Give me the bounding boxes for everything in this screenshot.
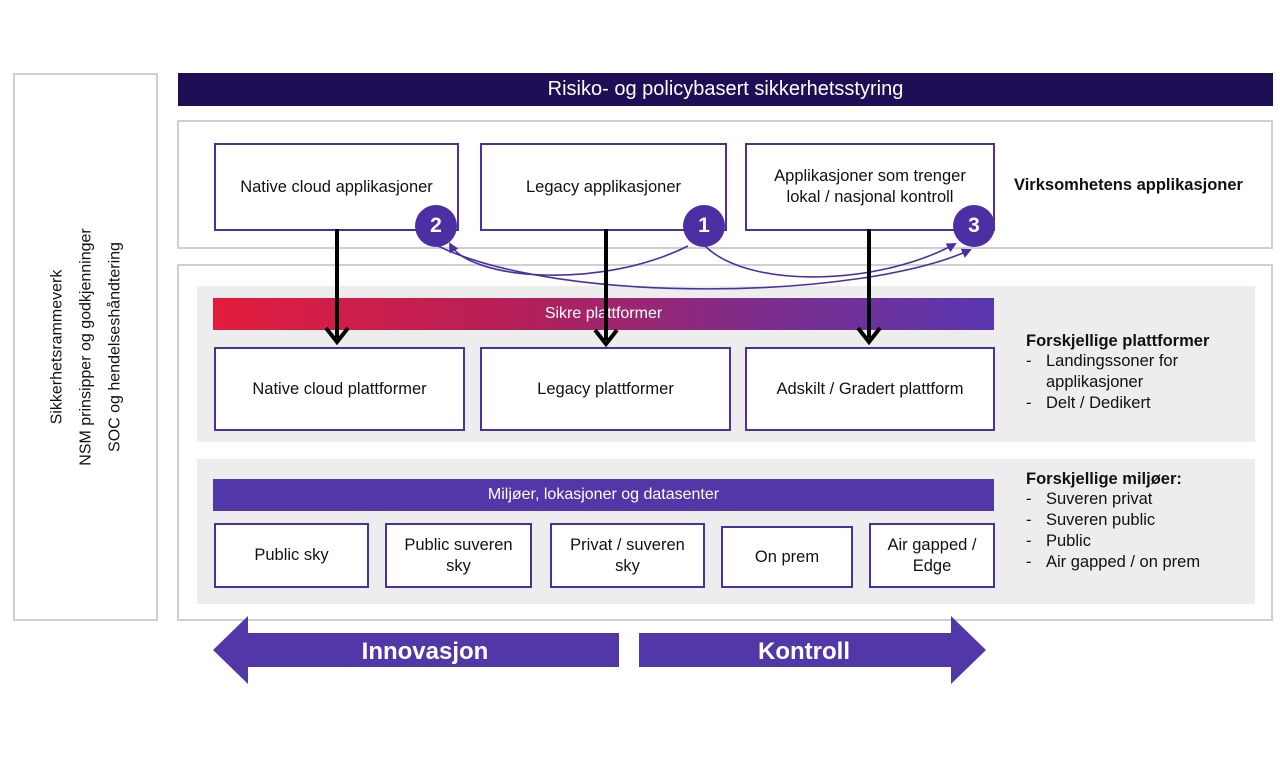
platforms-side-item: Delt / Dedikert xyxy=(1026,393,1266,414)
platform-box-native-cloud: Native cloud plattformer xyxy=(214,347,465,431)
environments-side-item: Air gapped / on prem xyxy=(1026,552,1266,573)
platform-box-label: Adskilt / Gradert plattform xyxy=(776,379,964,398)
platform-box-legacy: Legacy plattformer xyxy=(480,347,731,431)
platform-box-label: Legacy plattformer xyxy=(537,379,674,398)
curved-arrow-icon xyxy=(437,245,972,290)
environments-side-title: Forskjellige miljøer: xyxy=(1026,470,1182,488)
applications-side-title: Virksomhetens applikasjoner xyxy=(1014,176,1243,194)
platforms-side-item: Landingssoner for applikasjoner xyxy=(1026,351,1211,393)
curved-arrow-icon xyxy=(704,243,957,278)
app-box-label: Native cloud applikasjoner xyxy=(240,177,433,196)
env-box-label: On prem xyxy=(754,547,820,566)
platforms-side-list: Landingssoner for applikasjoner Delt / D… xyxy=(1026,351,1266,414)
policy-banner: Risiko- og policybasert sikkerhetsstyrin… xyxy=(178,73,1273,106)
app-box-local-control: Applikasjoner som trenger lokal / nasjon… xyxy=(745,143,995,231)
innovation-label: Innovasjon xyxy=(362,638,489,665)
env-box-air-gapped: Air gapped / Edge xyxy=(869,523,995,588)
badge-number-icon: 2 xyxy=(415,205,457,247)
security-framework-panel: Sikkerhetsrammeverk NSM prinsipper og go… xyxy=(13,73,158,621)
environments-side-item: Public xyxy=(1026,531,1266,552)
badge-number-icon: 3 xyxy=(953,205,995,247)
env-box-label: Public sky xyxy=(254,546,329,564)
env-box-on-prem: On prem xyxy=(721,526,853,588)
secure-platforms-bar: Sikre plattformer xyxy=(213,298,994,330)
platforms-side-text: Forskjellige plattformer Landingssoner f… xyxy=(1026,332,1266,414)
env-box-label: Privat / suveren sky xyxy=(570,535,685,575)
env-box-public-sky: Public sky xyxy=(214,523,369,588)
environments-bar: Miljøer, lokasjoner og datasenter xyxy=(213,479,994,511)
environments-side-item: Suveren public xyxy=(1026,510,1266,531)
right-arrow-icon xyxy=(639,616,986,684)
env-box-private-sovereign: Privat / suveren sky xyxy=(550,523,705,588)
down-arrow-icon xyxy=(593,229,619,348)
platform-box-label: Native cloud plattformer xyxy=(252,379,427,398)
left-arrow-icon xyxy=(213,616,619,684)
environments-side-list: Suveren privat Suveren public Public Air… xyxy=(1026,489,1266,573)
app-box-legacy: Legacy applikasjoner xyxy=(480,143,727,231)
down-arrow-icon xyxy=(324,229,350,346)
platform-box-separated: Adskilt / Gradert plattform xyxy=(745,347,995,431)
env-box-public-sovereign: Public suveren sky xyxy=(385,523,532,588)
down-arrow-icon xyxy=(856,229,882,346)
curved-arrow-icon xyxy=(449,242,689,276)
control-label: Kontroll xyxy=(758,638,850,665)
app-box-label: Applikasjoner som trenger lokal / nasjon… xyxy=(774,167,966,206)
platforms-side-title: Forskjellige plattformer xyxy=(1026,332,1210,350)
badge-number-icon: 1 xyxy=(683,205,725,247)
env-box-label: Air gapped / Edge xyxy=(887,535,977,575)
environments-side-item: Suveren privat xyxy=(1026,489,1266,510)
environments-side-text: Forskjellige miljøer: Suveren privat Suv… xyxy=(1026,470,1266,573)
app-box-label: Legacy applikasjoner xyxy=(525,177,682,196)
env-box-label: Public suveren sky xyxy=(404,535,513,575)
